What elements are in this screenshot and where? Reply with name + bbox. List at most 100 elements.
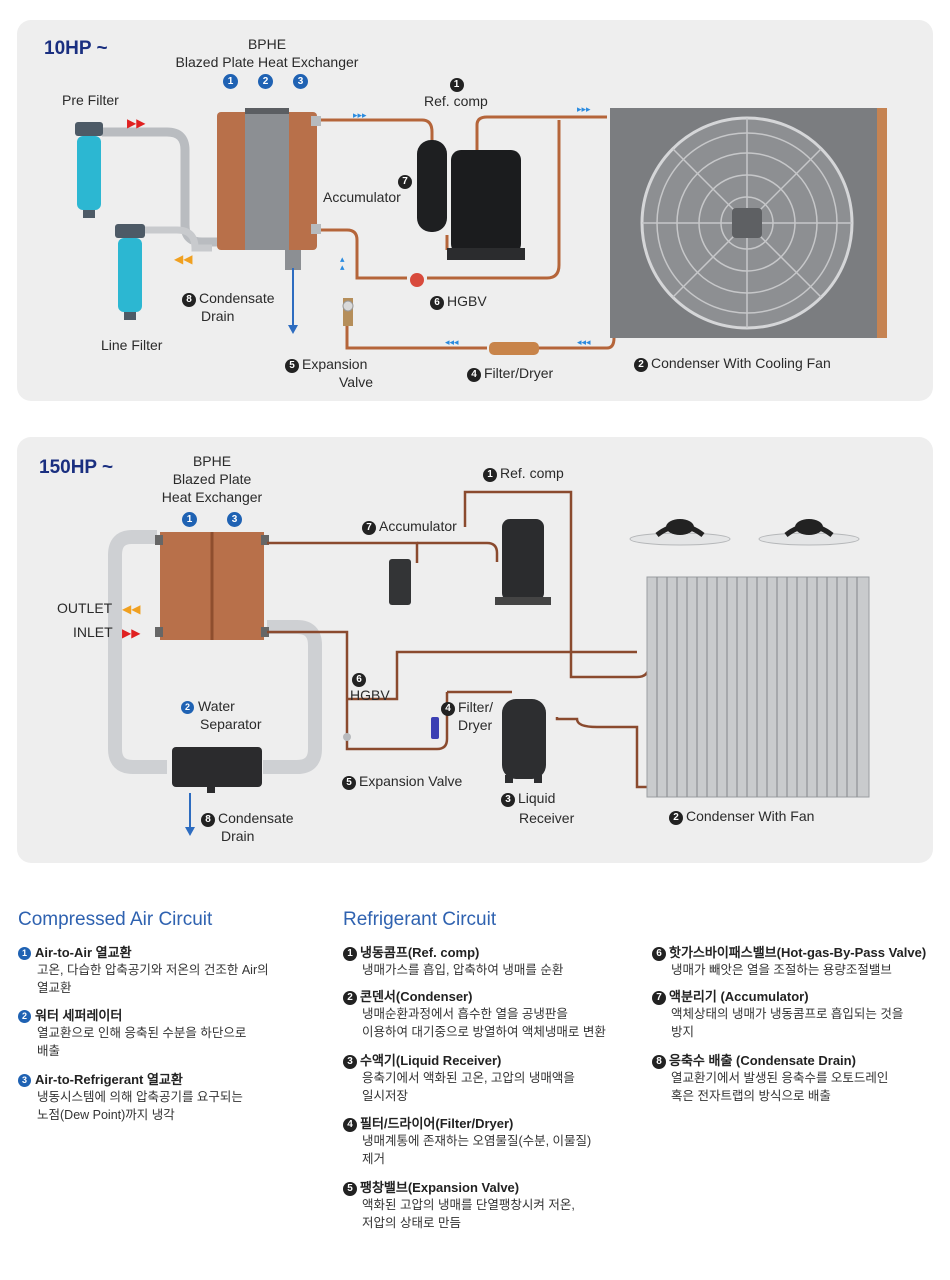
accumulator-num: 7 <box>362 521 376 535</box>
bphe-sublabel-2: Heat Exchanger <box>161 489 263 505</box>
bphe-num-1: 1 <box>223 74 238 89</box>
expansion-num: 5 <box>285 359 299 373</box>
hgbv-valve-icon <box>410 273 424 287</box>
filter-dryer-icon <box>489 342 539 355</box>
svg-text:◀◀: ◀◀ <box>174 252 193 266</box>
ref-item-head: 필터/드라이어(Filter/Dryer) <box>360 1116 514 1131</box>
hgbv-label: HGBV <box>350 687 390 703</box>
filter-label: Filter/ <box>458 699 493 715</box>
diagram-10hp: ▸▸▸ ▸▸▸ ◂◂◂ ◂◂◂ ▴ ▴ ▶▶ ◀◀ <box>17 20 933 401</box>
compressor-icon <box>447 150 525 260</box>
condensate-label: Condensate <box>199 290 275 306</box>
ref-item-line: 일시저장 <box>362 1089 409 1103</box>
svg-text:▶▶: ▶▶ <box>127 116 146 130</box>
ref-item-head: 수액기(Liquid Receiver) <box>360 1053 502 1068</box>
ref-item-num: 3 <box>343 1055 357 1069</box>
air-item-num: 2 <box>18 1010 31 1023</box>
ref-item-line: 혹은 전자트랩의 방식으로 배출 <box>671 1089 831 1103</box>
condensate-num: 8 <box>201 813 215 827</box>
expansion-valve-label: Valve <box>339 374 373 390</box>
svg-text:◂◂◂: ◂◂◂ <box>577 338 591 348</box>
ref-item-num: 1 <box>343 947 357 961</box>
accumulator-label: Accumulator <box>323 189 401 205</box>
bphe-label: BPHE <box>247 36 287 52</box>
outlet-label: OUTLET <box>57 600 113 616</box>
accumulator-icon <box>389 559 411 605</box>
pre-filter-icon <box>75 122 103 218</box>
ref-item-line: 냉매가 빼앗은 열을 조절하는 용량조절밸브 <box>671 963 892 977</box>
ref-comp-label: Ref. comp <box>500 465 564 481</box>
condenser-num: 2 <box>634 358 648 372</box>
filter-label: Filter/Dryer <box>484 365 554 381</box>
diagram-150hp: ◀◀ ▶▶ <box>17 437 933 863</box>
air-item-line: 고온, 다습한 압축공기와 저온의 건조한 Air의 <box>37 963 269 977</box>
ref-item-num: 6 <box>652 947 666 961</box>
diagram-10hp-title: 10HP ~ <box>44 38 108 59</box>
expansion-valve-icon <box>342 298 354 326</box>
ref-item-num: 8 <box>652 1055 666 1069</box>
condenser-num: 2 <box>669 811 683 825</box>
water-separator-label: Water <box>198 698 235 714</box>
air-item-head: 워터 세퍼레이터 <box>35 1008 123 1023</box>
expansion-num: 5 <box>342 776 356 790</box>
ref-item-line: 이용하여 대기중으로 방열하여 액체냉매로 변환 <box>362 1025 606 1039</box>
air-item-line: 배출 <box>37 1044 61 1058</box>
ref-item-head: 팽창밸브(Expansion Valve) <box>360 1180 520 1195</box>
filter-num: 4 <box>467 368 481 382</box>
air-item-num: 3 <box>18 1074 31 1087</box>
air-item-line: 열교환으로 인해 응축된 수분을 하단으로 <box>37 1026 247 1040</box>
air-item-head: Air-to-Refrigerant 열교환 <box>35 1072 183 1087</box>
air-item-line: 냉동시스템에 의해 압축공기를 요구되는 <box>37 1090 243 1104</box>
ref-item-line: 냉매가스를 흡입, 압축하여 냉매를 순환 <box>362 963 564 977</box>
filter-label-2: Dryer <box>458 717 493 733</box>
condensate-label: Condensate <box>218 810 294 826</box>
condensate-drain-label: Drain <box>221 828 255 844</box>
ref-item-num: 2 <box>343 991 357 1005</box>
water-separator-label-2: Separator <box>200 716 262 732</box>
svg-text:◀◀: ◀◀ <box>122 602 141 616</box>
svg-text:▸▸▸: ▸▸▸ <box>577 105 591 115</box>
ref-item-num: 4 <box>343 1118 357 1132</box>
pre-filter-label: Pre Filter <box>62 92 119 108</box>
ref-comp-num: 1 <box>449 78 464 92</box>
accumulator-icon <box>417 140 447 232</box>
ref-item-line: 냉매계통에 존재하는 오염물질(수분, 이물질) <box>362 1134 592 1148</box>
compressor-icon <box>495 519 551 605</box>
inlet-label: INLET <box>73 624 113 640</box>
ref-item-line: 액체상태의 냉매가 냉동콤프로 흡입되는 것을 <box>671 1007 904 1021</box>
bphe-sublabel-1: Blazed Plate <box>172 471 252 487</box>
diagram-150hp-title: 150HP ~ <box>39 457 114 478</box>
line-filter-icon <box>115 224 145 320</box>
bphe-sublabel: Blazed Plate Heat Exchanger <box>175 54 359 70</box>
svg-text:▴: ▴ <box>340 263 345 273</box>
condensate-drain-label: Drain <box>201 308 235 324</box>
hgbv-num: 6 <box>352 673 366 687</box>
condensate-num: 8 <box>182 293 196 307</box>
svg-text:▸▸▸: ▸▸▸ <box>353 111 367 121</box>
liquid-receiver-num: 3 <box>501 793 515 807</box>
ref-item-head: 핫가스바이패스밸브(Hot-gas-By-Pass Valve) <box>669 945 927 960</box>
ref-item-head: 응축수 배출 (Condensate Drain) <box>669 1053 856 1068</box>
condenser-icon <box>646 576 870 798</box>
ref-item-head: 콘덴서(Condenser) <box>360 989 473 1004</box>
ref-item-line: 저압의 상태로 만듬 <box>362 1216 461 1230</box>
refrigerant-circuit-title: Refrigerant Circuit <box>343 909 497 930</box>
svg-text:▶▶: ▶▶ <box>122 626 141 640</box>
air-item-num: 1 <box>18 947 31 960</box>
diagram-150hp-graphics: ◀◀ ▶▶ <box>108 490 870 836</box>
filter-num: 4 <box>441 702 455 716</box>
ref-item-line: 액화된 고압의 냉매를 단열팽창시켜 저온, <box>362 1198 575 1212</box>
liquid-receiver-icon <box>502 699 546 783</box>
ref-item-line: 냉매순환과정에서 흡수한 열을 공냉판을 <box>362 1007 568 1021</box>
bphe-heat-exchanger-icon <box>155 532 269 640</box>
air-circuit-title: Compressed Air Circuit <box>18 909 213 930</box>
ref-item-head: 액분리기 (Accumulator) <box>669 989 809 1004</box>
bphe-num-3: 3 <box>293 74 308 89</box>
ref-comp-label: Ref. comp <box>424 93 488 109</box>
air-item-line: 열교환 <box>37 981 72 995</box>
svg-text:▴: ▴ <box>340 255 345 265</box>
fan-right-icon <box>758 519 860 546</box>
ref-item-head: 냉동콤프(Ref. comp) <box>360 945 480 960</box>
air-item-head: Air-to-Air 열교환 <box>35 945 132 960</box>
condenser-label: Condenser With Cooling Fan <box>651 355 831 371</box>
